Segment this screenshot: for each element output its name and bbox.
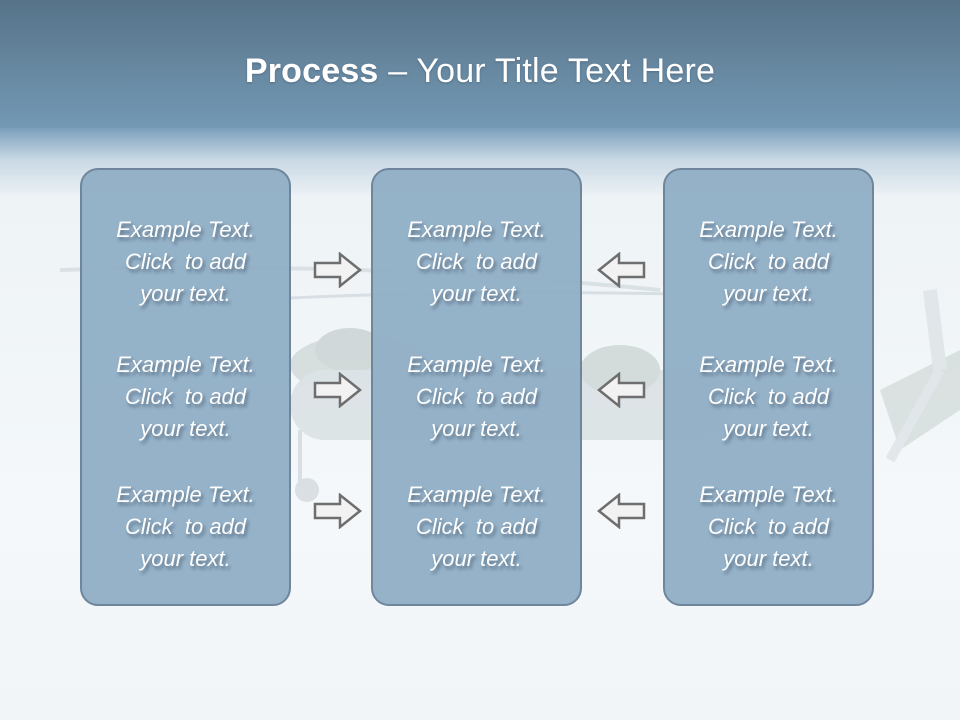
text-line: your text. [140, 416, 231, 441]
text-line: Example Text. [699, 352, 838, 377]
text-placeholder[interactable]: Example Text. Click to add your text. [373, 479, 580, 575]
arrow-right-icon[interactable] [313, 252, 363, 288]
text-placeholder[interactable]: Example Text. Click to add your text. [82, 479, 289, 575]
text-line: your text. [140, 546, 231, 571]
text-placeholder[interactable]: Example Text. Click to add your text. [665, 214, 872, 310]
text-line: Example Text. [407, 217, 546, 242]
text-line: Example Text. [699, 482, 838, 507]
text-placeholder[interactable]: Example Text. Click to add your text. [665, 349, 872, 445]
text-line: your text. [723, 546, 814, 571]
text-line: Example Text. [116, 482, 255, 507]
text-line: your text. [140, 281, 231, 306]
arrow-left-icon[interactable] [596, 252, 646, 288]
text-placeholder[interactable]: Example Text. Click to add your text. [82, 349, 289, 445]
text-line: Example Text. [407, 352, 546, 377]
title-rest: – Your Title Text Here [378, 52, 716, 90]
text-line: your text. [723, 416, 814, 441]
text-line: your text. [431, 546, 522, 571]
text-line: Click to add [707, 384, 830, 409]
text-placeholder[interactable]: Example Text. Click to add your text. [665, 479, 872, 575]
text-line: Example Text. [116, 217, 255, 242]
text-line: Click to add [124, 514, 247, 539]
arrow-right-icon[interactable] [313, 372, 363, 408]
arrow-left-icon[interactable] [596, 493, 646, 529]
text-line: Click to add [415, 249, 538, 274]
text-line: Click to add [707, 514, 830, 539]
text-line: Click to add [415, 514, 538, 539]
text-line: your text. [431, 281, 522, 306]
process-box-center[interactable]: Example Text. Click to add your text. Ex… [371, 168, 582, 606]
arrow-right-icon[interactable] [313, 493, 363, 529]
text-line: Click to add [124, 384, 247, 409]
text-placeholder[interactable]: Example Text. Click to add your text. [373, 349, 580, 445]
text-line: Example Text. [116, 352, 255, 377]
text-line: Click to add [707, 249, 830, 274]
slide-title[interactable]: Process – Your Title Text Here [0, 52, 960, 91]
title-bold: Process [244, 52, 379, 90]
text-placeholder[interactable]: Example Text. Click to add your text. [82, 214, 289, 310]
arrow-left-icon[interactable] [596, 372, 646, 408]
text-line: your text. [723, 281, 814, 306]
process-box-left[interactable]: Example Text. Click to add your text. Ex… [80, 168, 291, 606]
text-placeholder[interactable]: Example Text. Click to add your text. [373, 214, 580, 310]
title-banner [0, 0, 960, 130]
text-line: Example Text. [699, 217, 838, 242]
text-line: Click to add [415, 384, 538, 409]
text-line: Click to add [124, 249, 247, 274]
text-line: your text. [431, 416, 522, 441]
process-box-right[interactable]: Example Text. Click to add your text. Ex… [663, 168, 874, 606]
text-line: Example Text. [407, 482, 546, 507]
